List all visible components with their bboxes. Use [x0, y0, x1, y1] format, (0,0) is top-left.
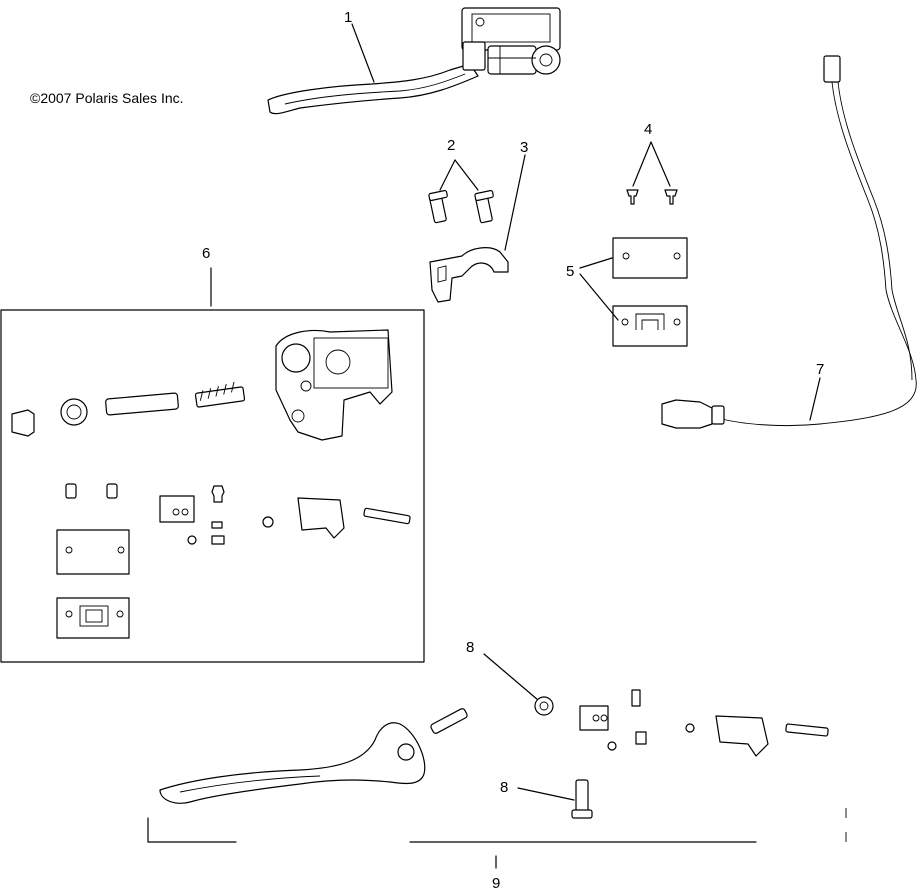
- callout-5: 5: [566, 263, 574, 280]
- leader-8a: [483, 653, 539, 701]
- part-4-screws: [626, 189, 678, 205]
- callout-4: 4: [644, 121, 652, 138]
- part-7-cable: [661, 55, 917, 429]
- leader-2b: [454, 159, 479, 191]
- part-8-pivot-bolt: [571, 779, 593, 819]
- leader-3: [504, 154, 526, 251]
- part-9-lever-assembly: [159, 689, 829, 804]
- copyright-text: ©2007 Polaris Sales Inc.: [30, 90, 184, 106]
- part-1-master-cylinder-assembly: [267, 7, 561, 115]
- leader-7: [809, 377, 821, 421]
- leader-5a: [579, 257, 613, 269]
- part-2-screws: [428, 189, 494, 224]
- callout-3: 3: [520, 139, 528, 156]
- part-8-nut: [534, 696, 554, 716]
- leader-1: [351, 23, 375, 83]
- leader-5b: [579, 273, 619, 321]
- part-5-cover-and-gasket: [612, 237, 688, 347]
- callout-1: 1: [344, 9, 352, 26]
- callout-7: 7: [816, 361, 824, 378]
- callout-6: 6: [202, 245, 210, 262]
- kit-box-6: [0, 309, 425, 663]
- part-3-clamp: [429, 247, 509, 303]
- callout-2: 2: [447, 137, 455, 154]
- leader-8b: [517, 787, 575, 801]
- callout-8b: 8: [500, 779, 508, 796]
- callout-9: 9: [492, 875, 500, 892]
- kit-6-contents: [11, 329, 411, 639]
- leader-4a: [632, 141, 652, 187]
- bracket-9: [147, 808, 847, 869]
- leader-2a: [439, 159, 456, 191]
- callout-8a: 8: [466, 639, 474, 656]
- leader-4b: [650, 141, 671, 187]
